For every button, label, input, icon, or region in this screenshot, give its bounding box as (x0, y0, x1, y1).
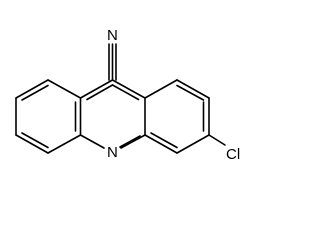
right-benzene-ring (144, 79, 210, 154)
cyano-triple-bond (108, 43, 117, 81)
atom-label-ring-n: N (107, 144, 118, 161)
atom-label-chlorine: Cl (226, 146, 240, 163)
chlorine-bond (208, 134, 226, 146)
left-benzene-ring (15, 79, 82, 154)
central-ring (79, 79, 146, 149)
molecule-structure: N N Cl (15, 27, 240, 163)
atom-label-nitrile-n: N (107, 27, 118, 44)
